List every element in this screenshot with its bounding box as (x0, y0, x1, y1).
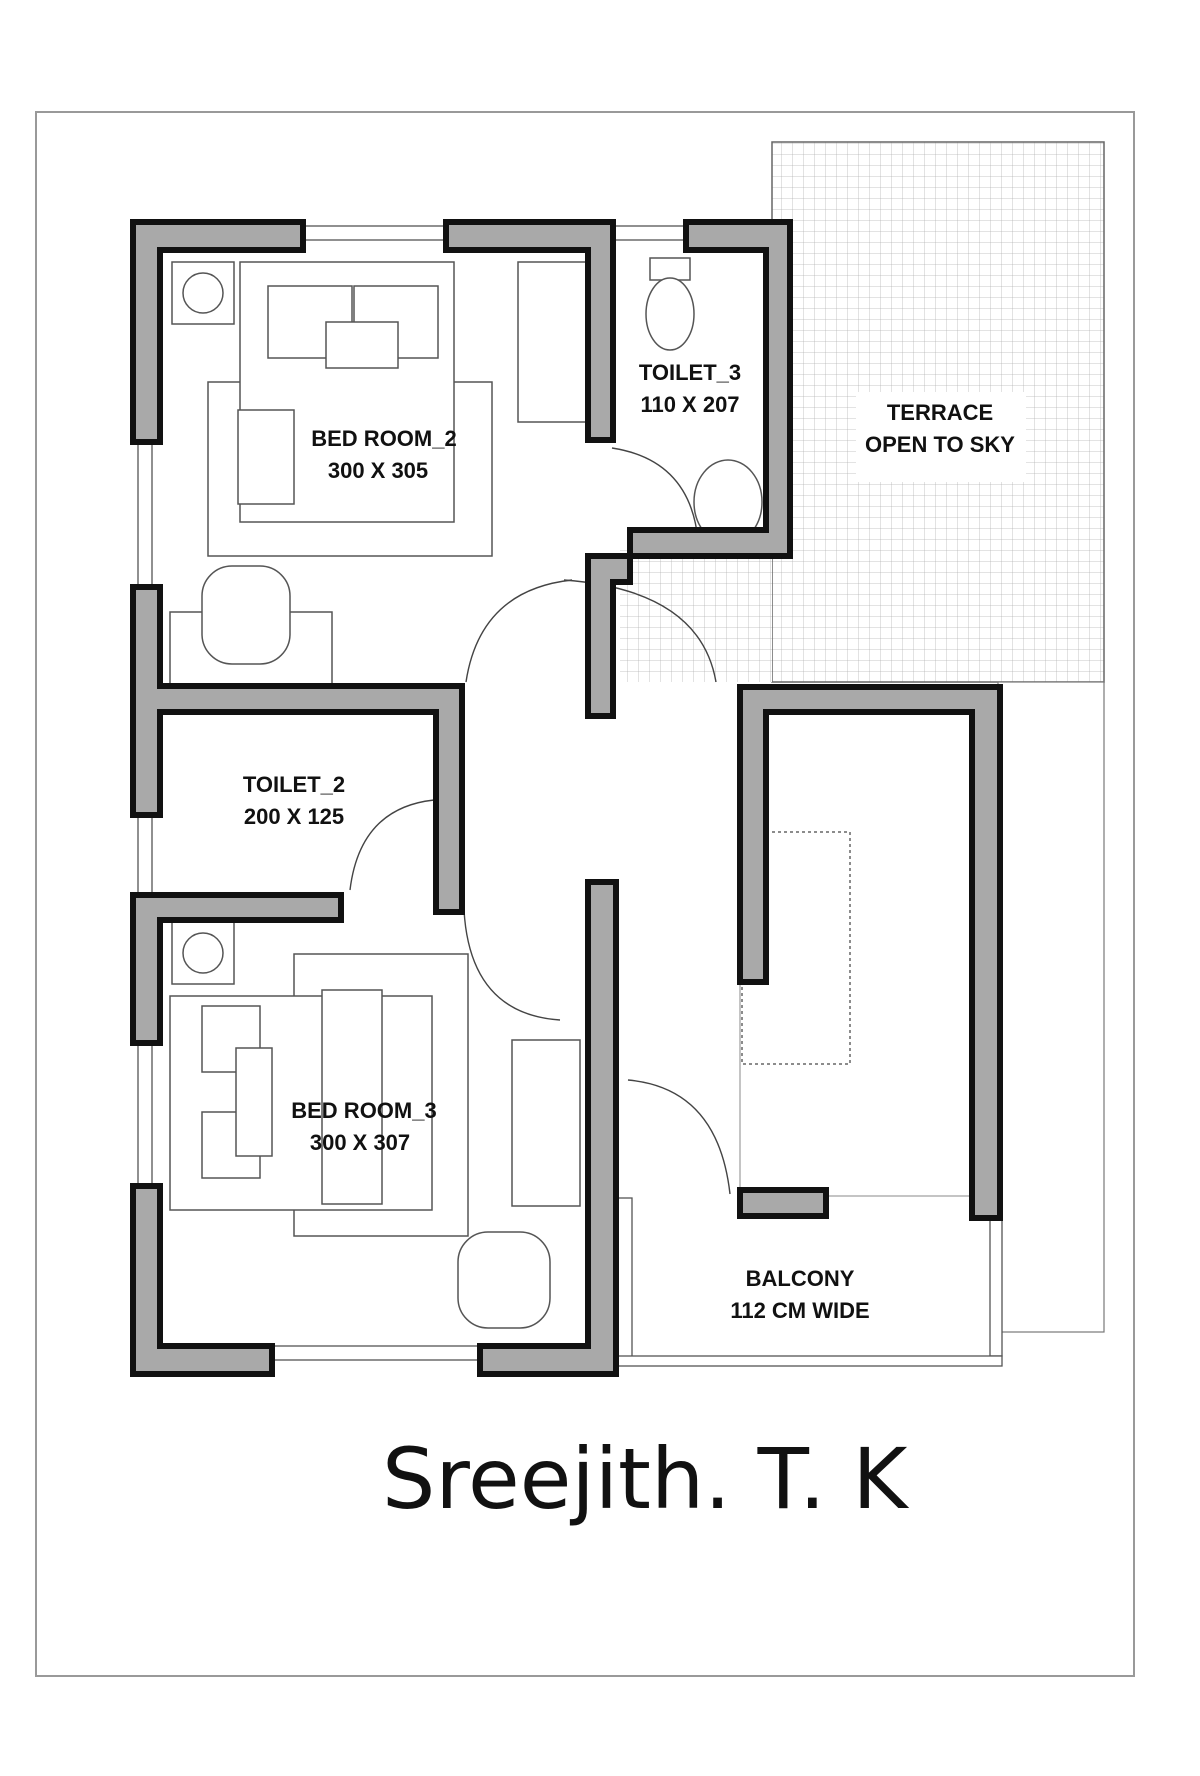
walls (130, 219, 1003, 1377)
staircase (739, 709, 977, 1197)
plant-bedroom2 (171, 261, 235, 325)
toilet2-name: TOILET_2 (243, 772, 345, 797)
bedroom2-size: 300 X 305 (328, 458, 428, 483)
terrace-area (620, 141, 1105, 683)
toilet3-size: 110 X 207 (640, 392, 739, 417)
bed-bedroom3 (169, 953, 469, 1237)
balcony-size: 112 CM WIDE (730, 1298, 869, 1323)
page-border (35, 111, 1135, 1677)
balcony-name: BALCONY (746, 1266, 855, 1291)
toilet2-size: 200 X 125 (244, 804, 344, 829)
wardrobe-bedroom2 (517, 261, 587, 423)
designer-name: Sreejith. T. K (382, 1430, 909, 1528)
toilet3-name: TOILET_3 (639, 360, 741, 385)
side-louvres (997, 681, 1105, 1333)
chair-bedroom3 (457, 1231, 551, 1329)
bedroom3-name: BED ROOM_3 (291, 1098, 436, 1123)
terrace-label-line2: OPEN TO SKY (865, 432, 1015, 457)
terrace-label-line1: TERRACE (887, 400, 993, 425)
bedroom3-size: 300 X 307 (310, 1130, 410, 1155)
plant-bedroom3 (171, 921, 235, 985)
windows (137, 225, 1003, 1367)
wc-toilet3 (645, 257, 695, 351)
chair-bedroom2 (169, 565, 333, 685)
bed-bedroom2 (207, 261, 493, 557)
bedroom2-name: BED ROOM_2 (311, 426, 456, 451)
wardrobe-bedroom3 (511, 1039, 581, 1207)
